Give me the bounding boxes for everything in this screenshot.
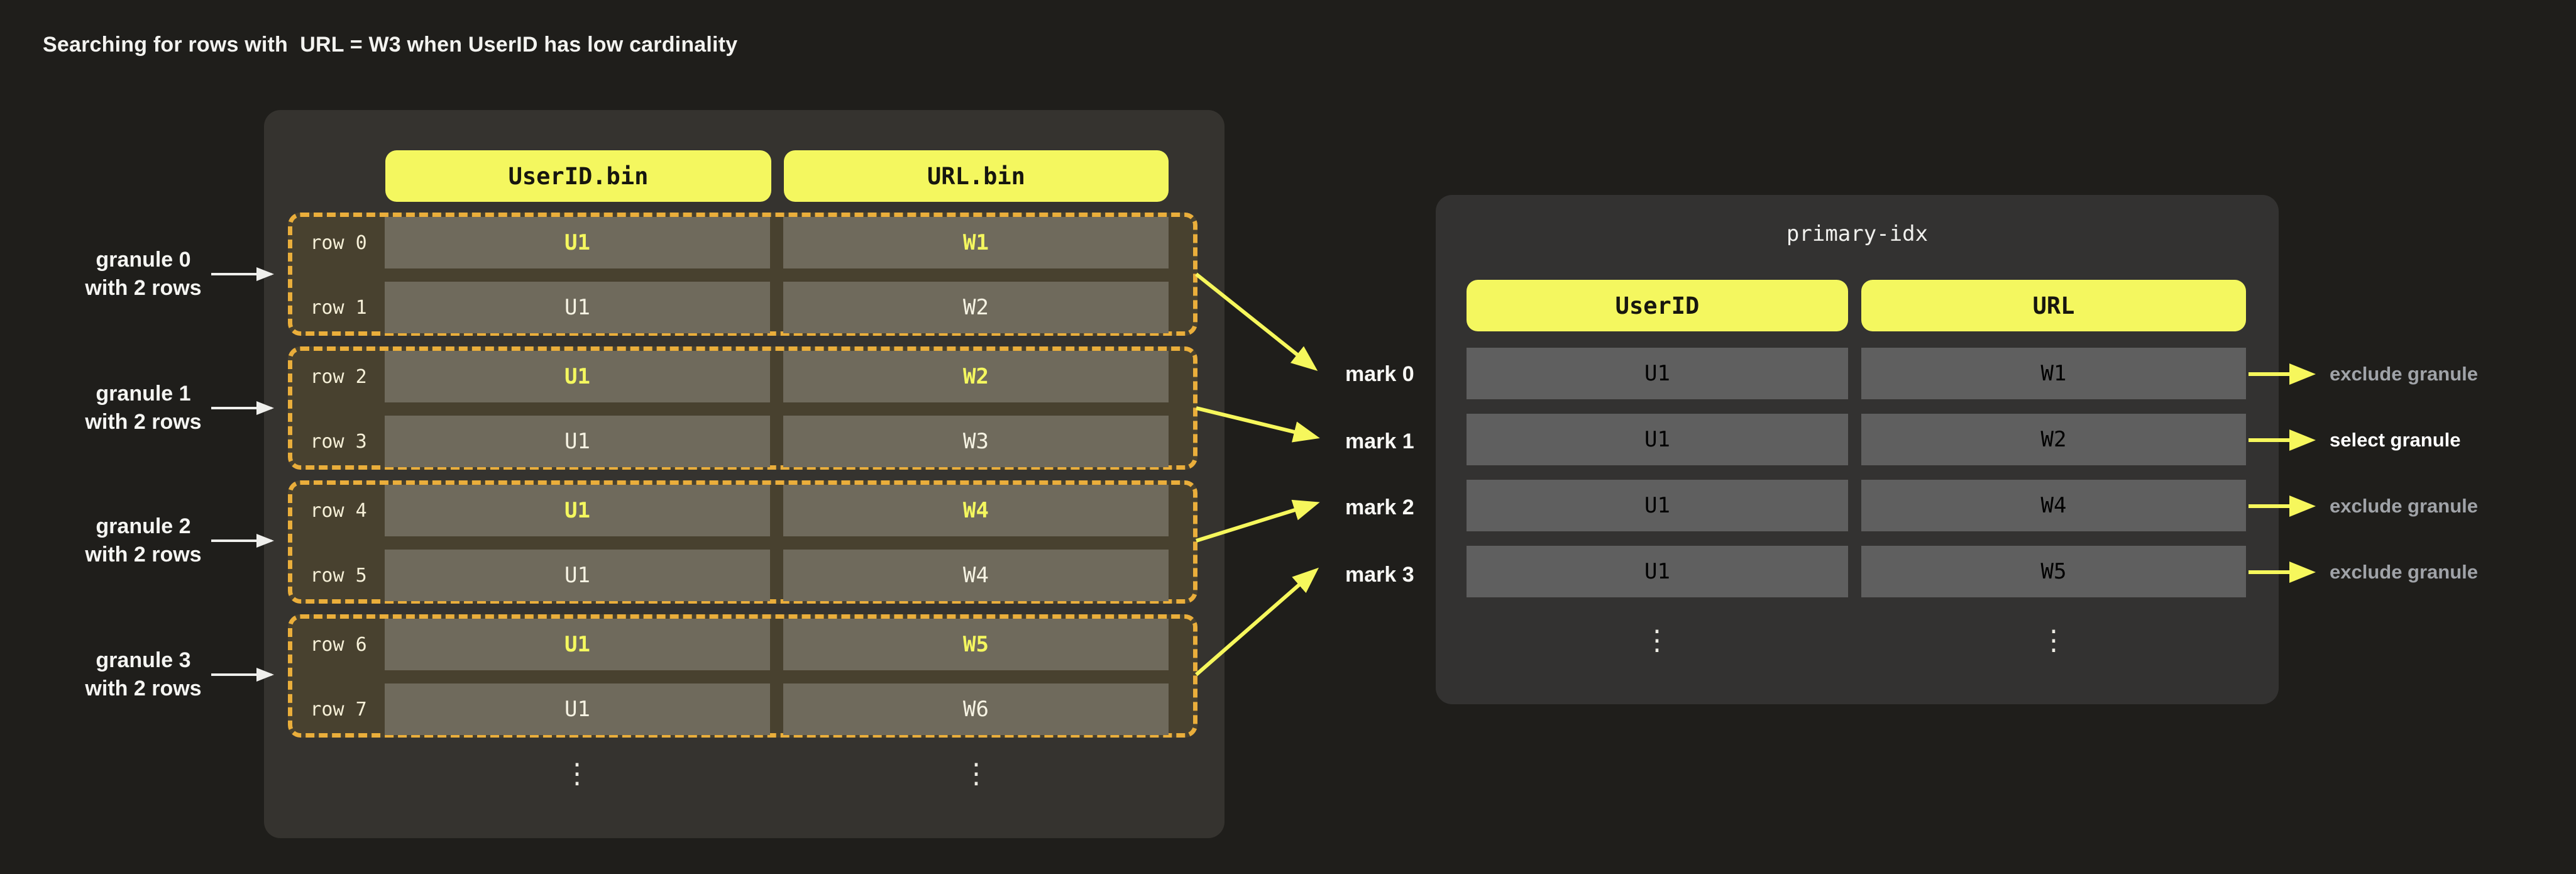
url-cell: W6 — [783, 683, 1169, 735]
userid-bin-column-header: UserID.bin — [385, 150, 771, 202]
userid-cell: U1 — [385, 217, 770, 268]
granule-action-0: exclude granule — [2330, 363, 2479, 385]
granule-0-label-line1: granule 0 — [96, 248, 191, 272]
row-label: row 2 — [310, 365, 367, 388]
userid-cell: U1 — [385, 351, 770, 402]
url-bin-column-header: URL.bin — [784, 150, 1169, 202]
granule-2-label-line2: with 2 rows — [85, 543, 202, 567]
userid-cell: U1 — [385, 282, 770, 333]
granule-3-label-line1: granule 3 — [96, 648, 191, 672]
row-label: row 0 — [310, 231, 367, 254]
url-cell: W1 — [783, 217, 1169, 268]
url-index-ellipsis: ⋮ — [2040, 624, 2067, 656]
primary-index-panel: primary-idx UserID URL U1 W1 U1 W2 U1 W4… — [1436, 195, 2279, 704]
userid-index-ellipsis: ⋮ — [1643, 624, 1671, 656]
userid-cell: U1 — [385, 619, 770, 670]
userid-cell: U1 — [385, 485, 770, 536]
primary-index-title: primary-idx — [1786, 221, 1929, 246]
url-index-cell: W1 — [1861, 348, 2246, 399]
granule-3-label: granule 3 with 2 rows — [30, 646, 256, 703]
granule-1-label-line1: granule 1 — [96, 382, 191, 406]
userid-index-column-header: UserID — [1467, 280, 1848, 331]
granule-2-label: granule 2 with 2 rows — [30, 512, 256, 569]
row-label: row 7 — [310, 698, 367, 721]
row-label: row 6 — [310, 633, 367, 656]
row-label: row 4 — [310, 499, 367, 522]
url-cell: W2 — [783, 351, 1169, 402]
url-cell: W3 — [783, 416, 1169, 467]
page-title: Searching for rows with URL = W3 when Us… — [43, 33, 738, 57]
granule-action-1: select granule — [2330, 429, 2461, 451]
url-column-ellipsis: ⋮ — [962, 757, 990, 790]
index-row-0: U1 W1 — [1436, 348, 2279, 400]
url-index-cell: W2 — [1861, 414, 2246, 465]
index-row-2: U1 W4 — [1436, 480, 2279, 532]
granule-0-box: row 0 U1 W1 row 1 U1 W2 — [288, 213, 1197, 336]
granule-0-label-line2: with 2 rows — [85, 276, 202, 300]
userid-cell: U1 — [385, 416, 770, 467]
userid-index-cell: U1 — [1467, 414, 1848, 465]
row-label: row 3 — [310, 430, 367, 453]
url-index-cell: W5 — [1861, 546, 2246, 597]
userid-column-ellipsis: ⋮ — [563, 757, 591, 790]
userid-index-cell: U1 — [1467, 546, 1848, 597]
url-cell: W4 — [783, 485, 1169, 536]
granule-1-label-line2: with 2 rows — [85, 410, 202, 434]
granule-2-label-line1: granule 2 — [96, 514, 191, 538]
userid-index-cell: U1 — [1467, 348, 1848, 399]
granule-3-label-line2: with 2 rows — [85, 677, 202, 700]
url-cell: W2 — [783, 282, 1169, 333]
data-part-panel: UserID.bin URL.bin row 0 U1 W1 row 1 U1 … — [264, 110, 1225, 838]
granule-1-box: row 2 U1 W2 row 3 U1 W3 — [288, 346, 1197, 470]
index-row-1: U1 W2 — [1436, 414, 2279, 466]
url-cell: W4 — [783, 550, 1169, 601]
granule-1-label: granule 1 with 2 rows — [30, 380, 256, 436]
mark-1-label: mark 1 — [1345, 429, 1414, 453]
row-label: row 5 — [310, 564, 367, 587]
granule-action-3: exclude granule — [2330, 561, 2479, 583]
userid-cell: U1 — [385, 683, 770, 735]
userid-cell: U1 — [385, 550, 770, 601]
mark-2-label: mark 2 — [1345, 495, 1414, 519]
url-index-column-header: URL — [1861, 280, 2246, 331]
granule-3-box: row 6 U1 W5 row 7 U1 W6 — [288, 614, 1197, 738]
url-cell: W5 — [783, 619, 1169, 670]
row-label: row 1 — [310, 296, 367, 319]
index-row-3: U1 W5 — [1436, 546, 2279, 598]
granule-2-box: row 4 U1 W4 row 5 U1 W4 — [288, 480, 1197, 604]
url-index-cell: W4 — [1861, 480, 2246, 531]
userid-index-cell: U1 — [1467, 480, 1848, 531]
mark-0-label: mark 0 — [1345, 362, 1414, 386]
mark-3-label: mark 3 — [1345, 562, 1414, 587]
granule-action-2: exclude granule — [2330, 495, 2479, 517]
granule-0-label: granule 0 with 2 rows — [30, 246, 256, 302]
